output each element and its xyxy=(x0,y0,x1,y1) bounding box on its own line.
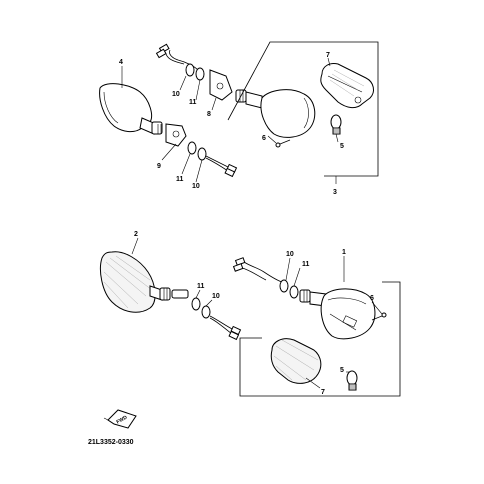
callout-11-bottom-right: 11 xyxy=(302,261,310,268)
housing-2 xyxy=(99,251,156,313)
callout-6-bottom: 6 xyxy=(370,295,374,302)
callout-9: 9 xyxy=(157,163,161,170)
top-right-turn-signal xyxy=(155,43,316,148)
callout-11-top-right: 11 xyxy=(189,99,197,106)
callout-7-top: 7 xyxy=(326,52,330,59)
callout-6-top: 6 xyxy=(262,135,266,142)
callout-11-bottom-left: 11 xyxy=(197,283,205,290)
fwd-arrow: FWD xyxy=(103,409,137,429)
lens-7-bottom xyxy=(270,338,322,384)
nut-10a xyxy=(197,147,207,161)
bottom-right-turn-signal xyxy=(232,257,387,340)
callout-10-top-left: 10 xyxy=(192,183,200,190)
washer-11c xyxy=(191,297,201,311)
bottom-left-turn-signal xyxy=(99,251,242,341)
bracket-9 xyxy=(165,123,187,147)
callout-11-top-left: 11 xyxy=(176,176,184,183)
nut-10d xyxy=(279,279,289,293)
callout-5-top: 5 xyxy=(340,143,344,150)
callout-4: 4 xyxy=(119,59,123,66)
callout-10-bottom-right: 10 xyxy=(286,251,294,258)
subassembly-frame-1 xyxy=(239,281,401,397)
nut-10b xyxy=(185,63,195,77)
bracket-8 xyxy=(209,69,233,101)
top-left-turn-signal xyxy=(99,83,238,178)
callout-3: 3 xyxy=(333,189,337,196)
washer-11a xyxy=(187,141,197,155)
leader-lines xyxy=(121,57,383,389)
callout-10-top-right: 10 xyxy=(172,91,180,98)
subassembly-frame-3 xyxy=(227,41,379,177)
washer-11d xyxy=(289,285,299,299)
callout-10-bottom-left: 10 xyxy=(212,293,220,300)
callout-8: 8 xyxy=(207,111,211,118)
nut-10c xyxy=(201,305,211,319)
callout-1: 1 xyxy=(342,249,346,256)
housing-3 xyxy=(260,89,316,138)
washer-11b xyxy=(195,67,205,81)
housing-1 xyxy=(320,288,376,340)
callout-labels: 4 10 11 8 7 6 5 9 11 10 3 2 10 1 11 11 1… xyxy=(119,52,374,396)
callout-2: 2 xyxy=(134,231,138,238)
callout-7-bottom: 7 xyxy=(321,389,325,396)
lens-7-top xyxy=(320,63,374,109)
fwd-label: FWD xyxy=(116,414,129,425)
callout-5-bottom: 5 xyxy=(340,367,344,374)
diagram-code: 21L3352-0330 xyxy=(88,439,134,446)
bulb-5-top xyxy=(330,114,342,135)
bulb-5-bottom xyxy=(346,370,358,391)
